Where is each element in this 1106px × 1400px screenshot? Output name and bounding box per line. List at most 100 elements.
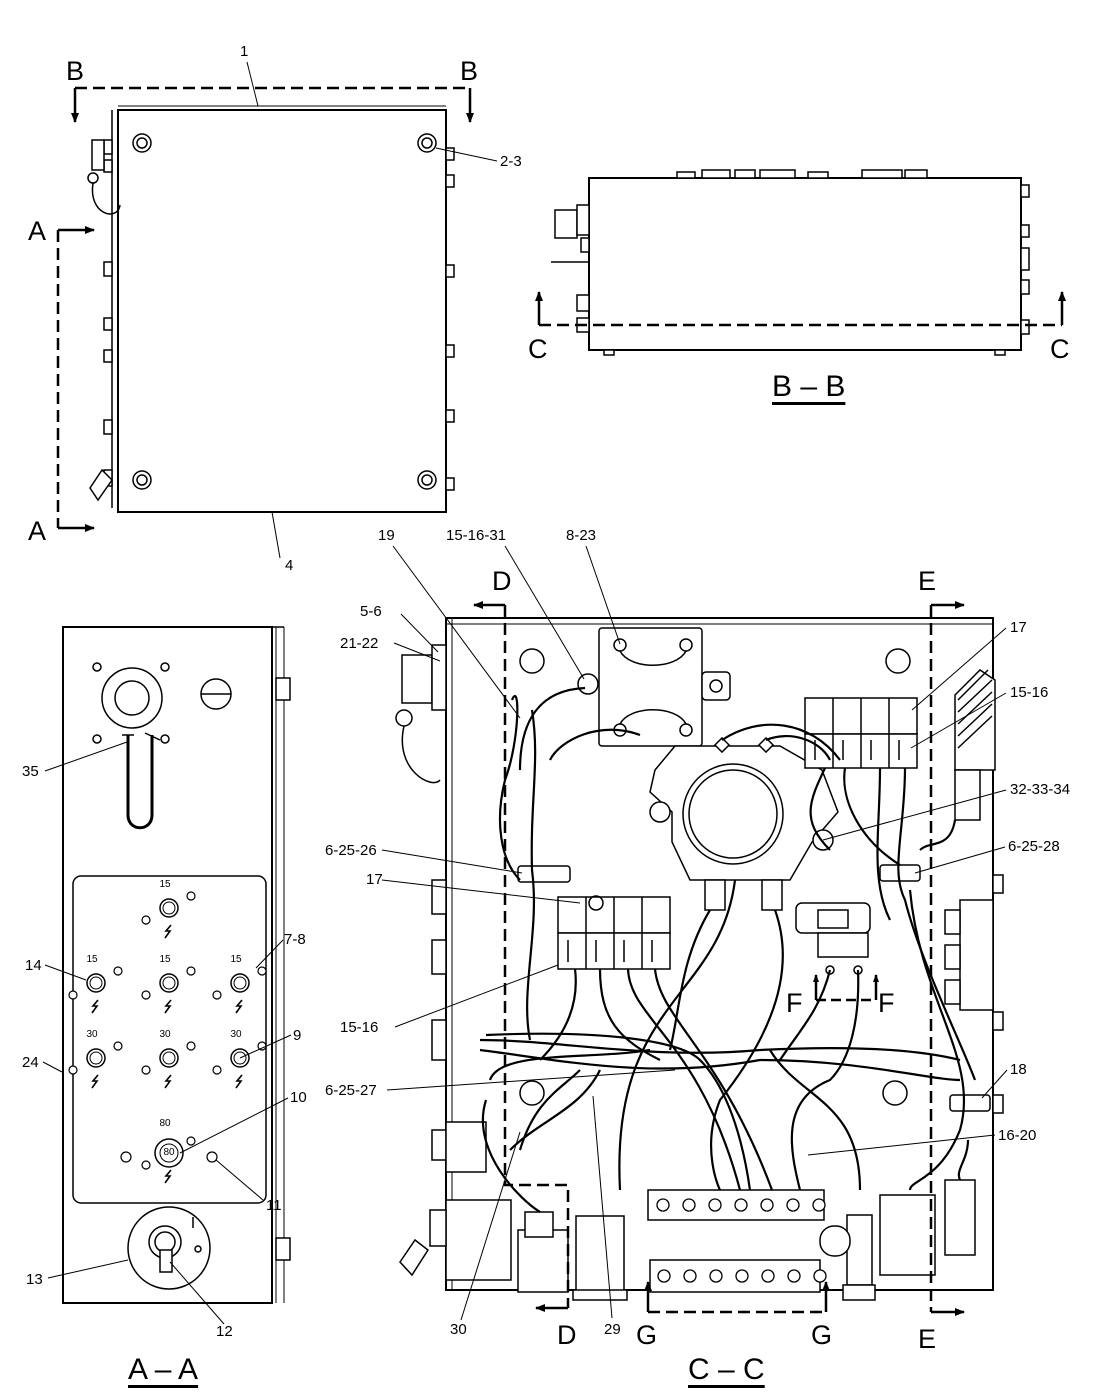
cable-gland-right (819, 1179, 976, 1301)
terminal-screw (787, 1269, 801, 1283)
fuse-screw (141, 915, 151, 925)
leader-4 (271, 511, 281, 559)
cable-clamp (949, 1094, 991, 1112)
switch-knob (89, 468, 113, 502)
fuse-screw (120, 1151, 132, 1163)
main-contactor (649, 736, 839, 911)
fuse-cap (89, 976, 103, 990)
right-connectors (944, 874, 1004, 1114)
callout-21-22: 21-22 (340, 635, 379, 652)
knockout (885, 648, 911, 674)
terminal-screw (682, 1198, 696, 1212)
callout-30: 30 (450, 1321, 467, 1338)
callout-32-33-34: 32-33-34 (1010, 781, 1071, 798)
capacitor (572, 1215, 628, 1301)
callout-24: 24 (22, 1054, 39, 1071)
callout-6-25-28: 6-25-28 (1008, 838, 1060, 855)
callout-1: 1 (240, 43, 249, 60)
section-marker-d-top: D (492, 566, 512, 596)
fuse-cap (233, 1051, 247, 1065)
callout-19: 19 (378, 527, 395, 544)
callout-2-3: 2-3 (500, 153, 522, 170)
fuse-screw (186, 1136, 196, 1146)
terminal-screw (657, 1269, 671, 1283)
terminal-screw (786, 1198, 800, 1212)
section-marker-c-right: C (1050, 334, 1070, 364)
section-marker-a-top: A (28, 216, 47, 246)
fuse-screw (206, 1151, 218, 1163)
side-fitting (103, 139, 113, 487)
relay-small (795, 902, 871, 975)
section-line-d (503, 605, 570, 1308)
top-fittings (676, 169, 928, 179)
fuse-rating-label: 15 (230, 954, 242, 965)
fuse-screw (141, 990, 151, 1000)
fuse-cap (159, 1143, 179, 1163)
fuse-screw (68, 1065, 78, 1075)
section-marker-f-right: F (878, 988, 895, 1018)
leader-9 (239, 1034, 292, 1059)
fuse-circuit-symbol (164, 1169, 172, 1184)
section-marker-c-left: C (528, 334, 548, 364)
callout-7-8: 7-8 (284, 931, 306, 948)
callout-14: 14 (25, 957, 42, 974)
section-marker-e-top: E (918, 566, 937, 596)
terminal-screw (760, 1198, 774, 1212)
fuse-screw (113, 966, 123, 976)
cover-screw (132, 470, 152, 490)
leader-10 (179, 1097, 289, 1154)
fuse-rating-label: 30 (86, 1029, 98, 1040)
feet (603, 349, 1006, 356)
cover-screw (417, 133, 437, 153)
leader-7-8 (255, 939, 284, 969)
fuse-screw (68, 990, 78, 1000)
aa-view (42, 626, 292, 1325)
top-view (56, 61, 498, 559)
view-title-bb: B – B (772, 370, 846, 403)
callout-29: 29 (604, 1321, 621, 1338)
callout-4: 4 (285, 557, 294, 574)
section-marker-b-left: B (66, 56, 85, 86)
cc-view (381, 545, 1008, 1321)
cover-screw (417, 470, 437, 490)
knockout (519, 648, 545, 674)
terminal-screw (683, 1269, 697, 1283)
cable-clamp (517, 865, 571, 883)
fuse-circuit-symbol (235, 999, 243, 1014)
section-marker-b-right: B (460, 56, 479, 86)
fuse-cap (233, 976, 247, 990)
callout-9: 9 (293, 1027, 302, 1044)
section-marker-g-left: G (636, 1320, 658, 1350)
fuse-cap (162, 901, 176, 915)
terminal-screw (709, 1269, 723, 1283)
callout-6-25-26: 6-25-26 (325, 842, 377, 859)
heat-sink (954, 669, 996, 821)
fuse-circuit-symbol (164, 924, 172, 939)
fuse-screw (212, 1065, 222, 1075)
fuse (154, 1138, 184, 1168)
terminal-screw (708, 1198, 722, 1212)
fuse-80-face: 80 (163, 1147, 175, 1158)
fuse-rating-label: 30 (159, 1029, 171, 1040)
fuse-rating-label: 15 (159, 879, 171, 890)
callout-16-20: 16-20 (998, 1127, 1037, 1144)
callout-17-top: 17 (1010, 619, 1027, 636)
fuse-cap (162, 976, 176, 990)
fuse-cap (89, 1051, 103, 1065)
socket (92, 662, 170, 744)
knockout (200, 678, 232, 710)
callout-5-6: 5-6 (360, 603, 382, 620)
callout-8-23: 8-23 (566, 527, 597, 544)
cover-screw (132, 133, 152, 153)
fuse-holder-mid (557, 895, 671, 970)
wiring-harness (479, 686, 977, 1213)
leaders (381, 545, 1008, 1321)
fuse-circuit-symbol (235, 1074, 243, 1089)
leader-14 (44, 964, 87, 981)
callout-11: 11 (266, 1197, 282, 1214)
terminal-screw (735, 1269, 749, 1283)
fuse-screw (141, 1160, 151, 1170)
fuse-circuit-symbol (164, 1074, 172, 1089)
callout-6-25-27: 6-25-27 (325, 1082, 377, 1099)
